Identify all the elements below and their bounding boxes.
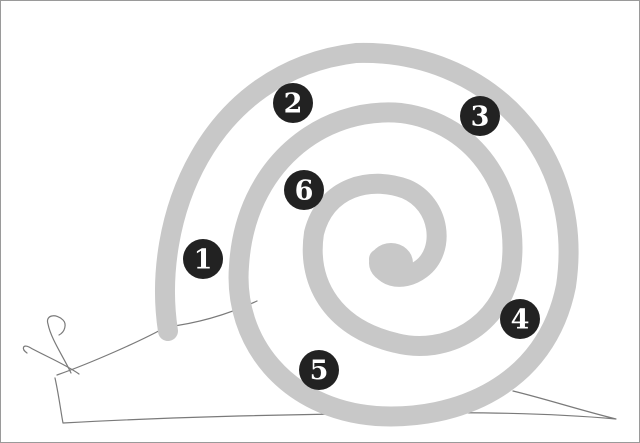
marker-3: 3 xyxy=(460,96,500,136)
shell-spiral xyxy=(165,53,569,417)
marker-3-label: 3 xyxy=(471,102,490,133)
marker-1-label: 1 xyxy=(194,245,213,276)
marker-6-label: 6 xyxy=(295,176,314,207)
shell-spiral-center xyxy=(369,243,413,283)
marker-2-label: 2 xyxy=(284,89,303,120)
marker-5-label: 5 xyxy=(310,356,329,387)
marker-4: 4 xyxy=(500,299,540,339)
snail-tentacle-long xyxy=(47,316,71,373)
marker-6: 6 xyxy=(284,170,324,210)
marker-4-label: 4 xyxy=(511,305,530,336)
marker-5: 5 xyxy=(299,350,339,390)
marker-2: 2 xyxy=(273,83,313,123)
marker-1: 1 xyxy=(183,239,223,279)
